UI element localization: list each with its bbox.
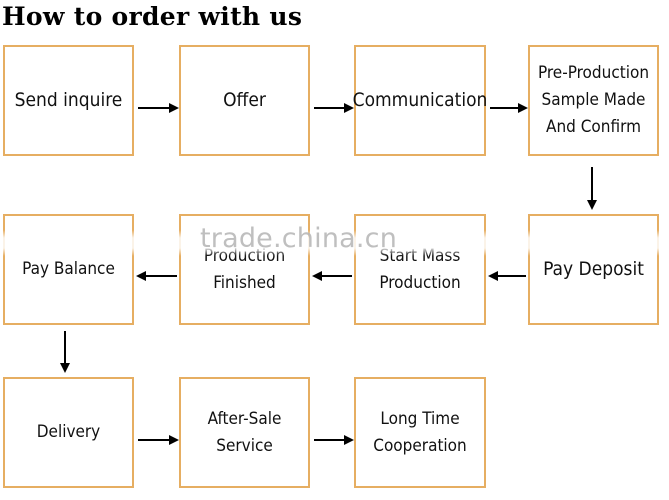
watermark: trade.china.cn	[200, 223, 398, 254]
watermark-band	[0, 230, 669, 256]
step-offer: Offer	[179, 45, 310, 156]
step-send-inquire: Send inquire	[3, 45, 134, 156]
step-after-sale-service: After-Sale Service	[179, 377, 310, 488]
step-long-time-cooperation: Long Time Cooperation	[354, 377, 486, 488]
step-communication: Communication	[353, 45, 487, 156]
step-delivery: Delivery	[3, 377, 134, 488]
step-pre-production-sample: Pre-Production Sample Made And Confirm	[528, 45, 659, 156]
diagram-title: How to order with us	[2, 2, 303, 31]
